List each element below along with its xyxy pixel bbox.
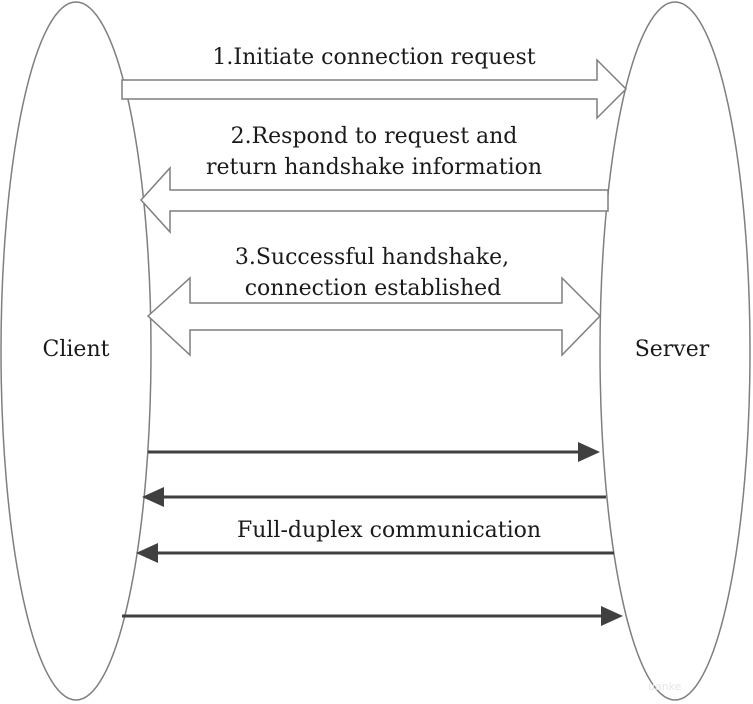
watermark-text: uanke: [648, 680, 682, 693]
client-label: Client: [43, 337, 110, 362]
duplex-arrow-2-head: [142, 487, 164, 507]
server-ellipse: [599, 1, 751, 701]
step-3-label-line-2: connection established: [245, 276, 502, 301]
step-1-label: 1.Initiate connection request: [212, 45, 535, 70]
server-label: Server: [635, 337, 710, 362]
duplex-arrow-3-head: [136, 543, 158, 563]
connection-established-arrow: [146, 276, 602, 357]
full-duplex-label: Full-duplex communication: [237, 518, 541, 543]
client-ellipse: [0, 1, 152, 701]
step-2-label-line-2: return handshake information: [206, 155, 542, 180]
initiate-request-arrow: [121, 58, 628, 120]
step-3-label-line-1: 3.Successful handshake,: [235, 245, 509, 270]
duplex-arrow-1-head: [578, 442, 600, 462]
handshake-response-arrow: [139, 166, 609, 234]
step-2-label-line-1: 2.Respond to request and: [231, 124, 518, 149]
duplex-arrow-4-head: [601, 606, 623, 626]
